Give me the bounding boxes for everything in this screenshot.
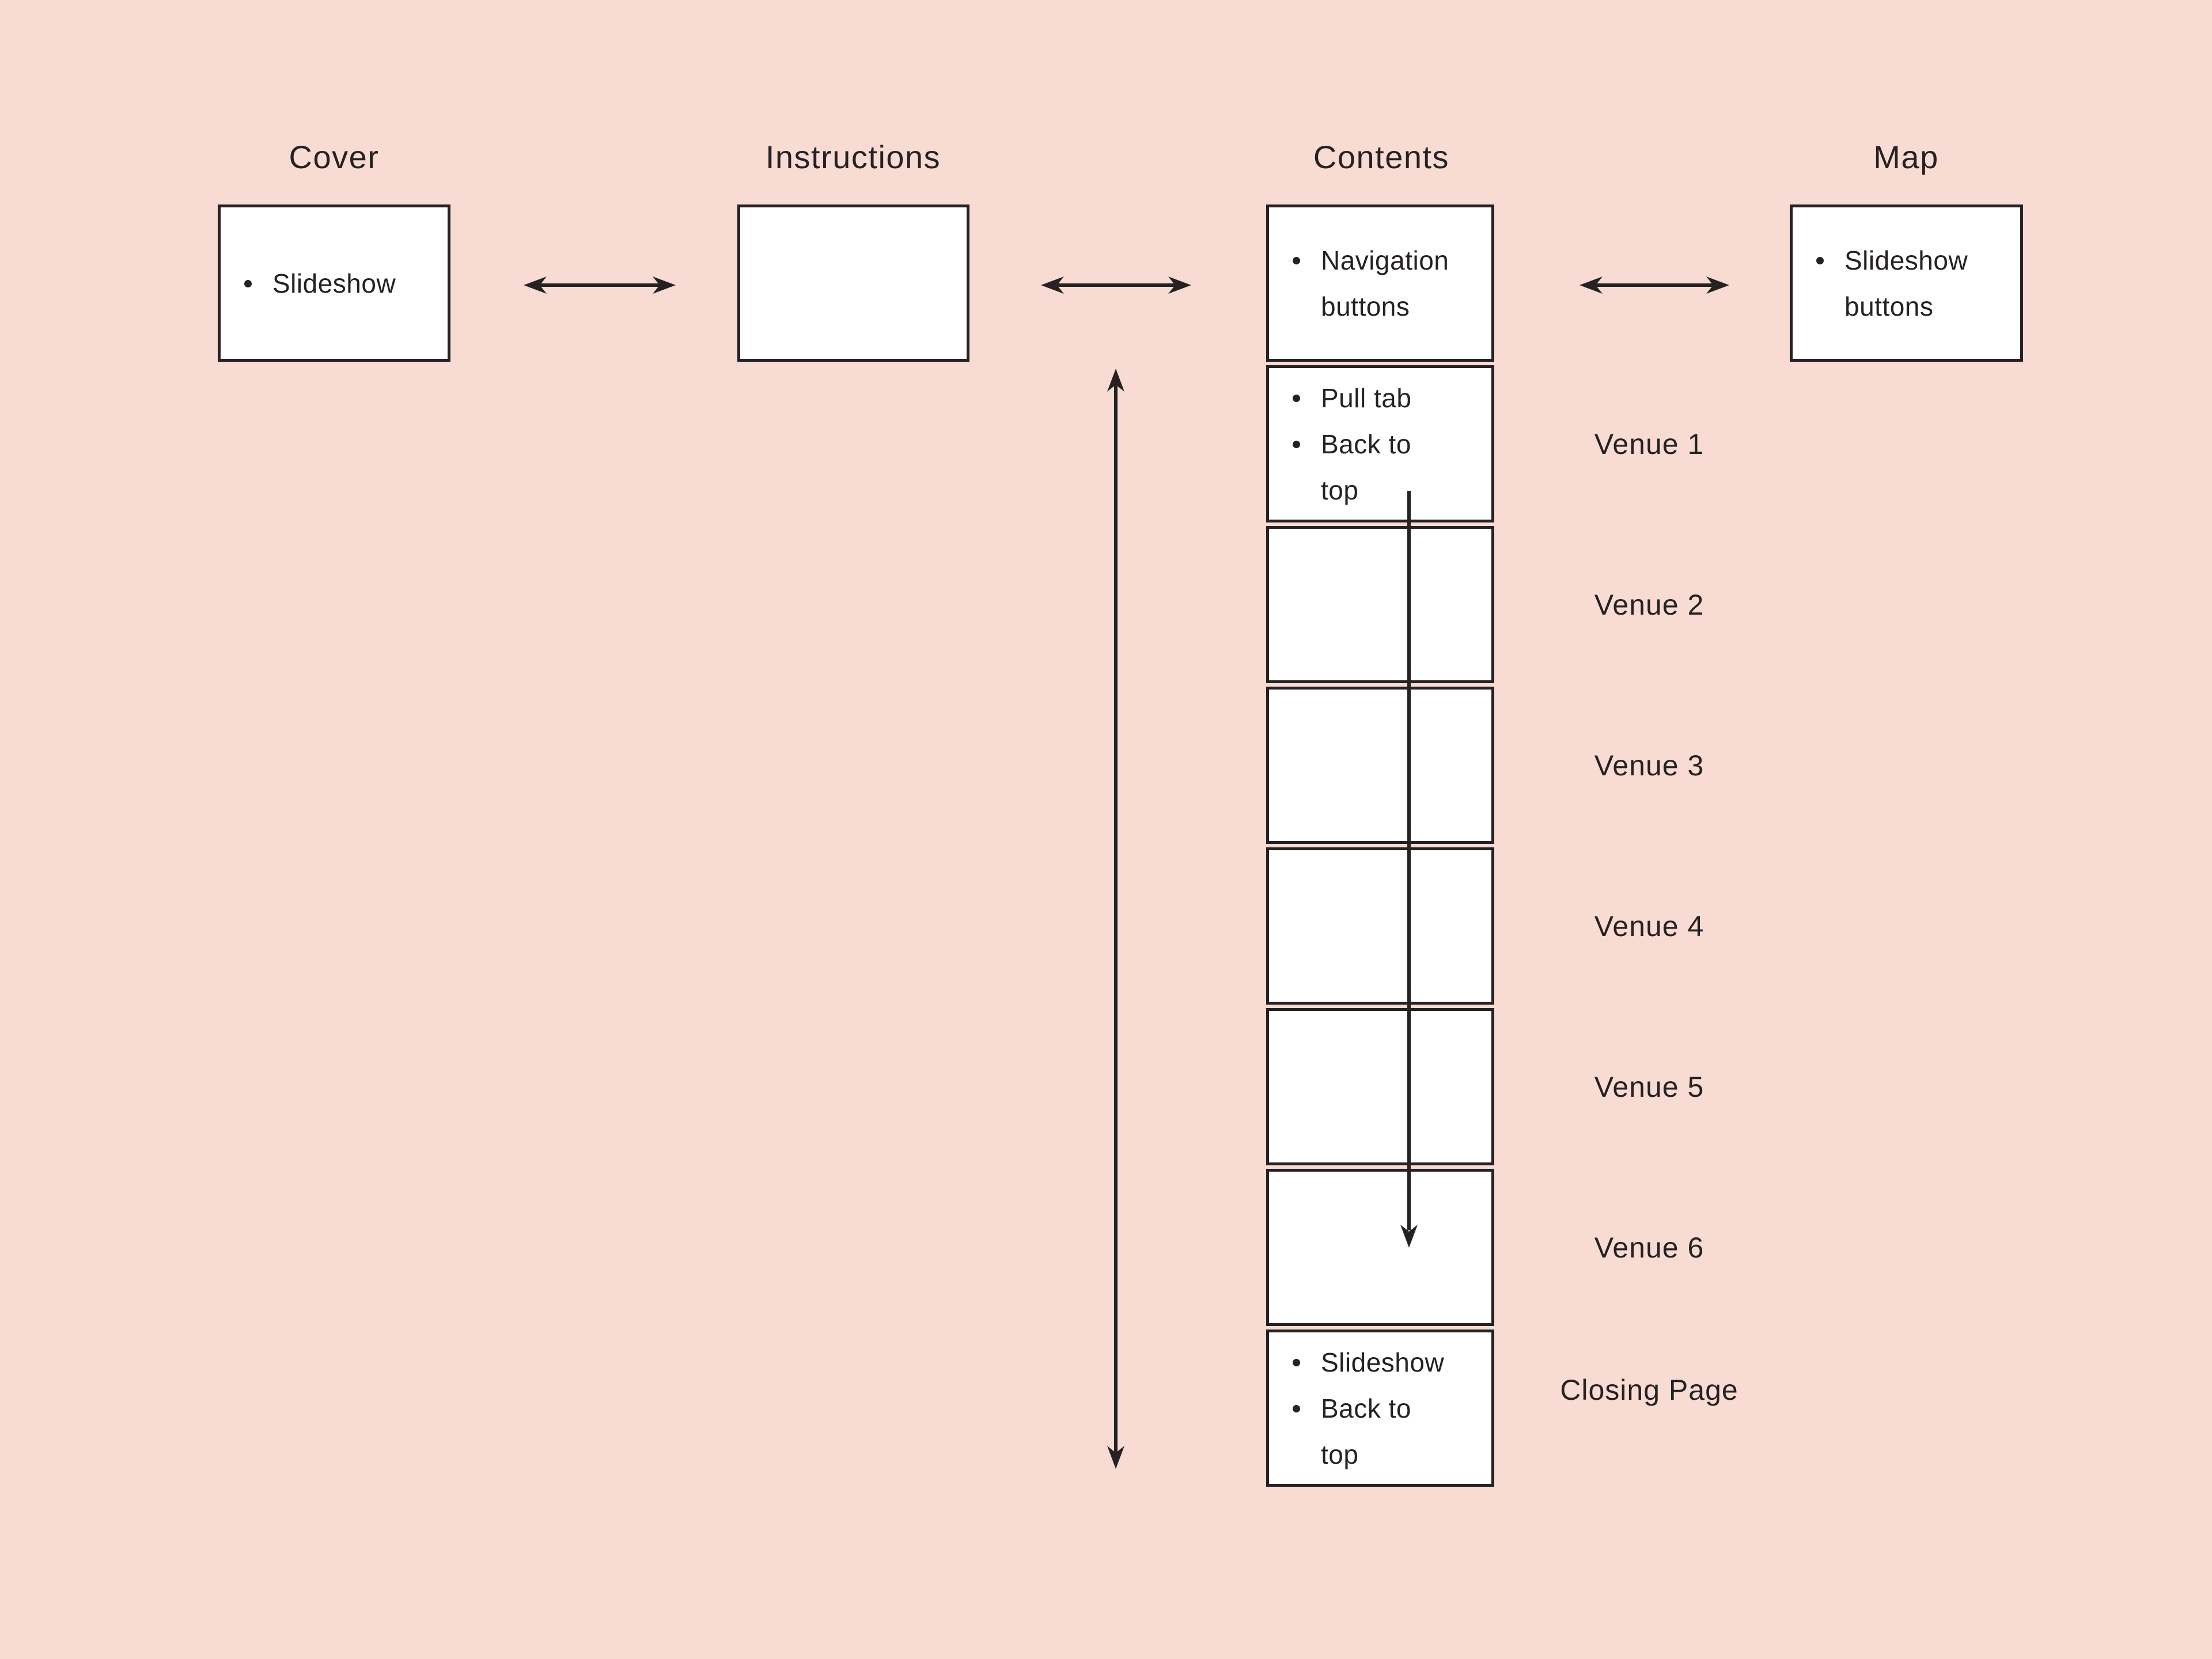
row-label-venue-6: Venue 6 <box>1594 1232 1705 1264</box>
bullet-icon <box>1293 1404 1300 1412</box>
bullet-text: Back to top <box>1321 429 1411 505</box>
bullet-icon <box>1293 1358 1300 1366</box>
row-label-venue-3: Venue 3 <box>1594 749 1705 782</box>
venue-6-box <box>1266 1169 1494 1326</box>
venue-3-box <box>1266 687 1494 844</box>
closing-page-box: Slideshow Back to top <box>1266 1330 1494 1487</box>
venue-5-box <box>1266 1008 1494 1165</box>
bullet-icon <box>1293 256 1300 264</box>
row-label-closing-page: Closing Page <box>1560 1374 1738 1406</box>
section-title-contents: Contents <box>1313 139 1450 175</box>
row-label-venue-2: Venue 2 <box>1594 589 1705 621</box>
bullet-text: Slideshow <box>1321 1347 1445 1377</box>
section-title-map: Map <box>1873 139 1939 175</box>
bullet-text: Navigation buttons <box>1321 245 1449 321</box>
arrow-contents-map-icon <box>1578 272 1730 298</box>
row-label-venue-1: Venue 1 <box>1594 428 1705 460</box>
section-title-instructions: Instructions <box>765 139 941 175</box>
bullet-text: Pull tab <box>1321 382 1412 413</box>
row-label-venue-4: Venue 4 <box>1594 910 1705 942</box>
bullet-item: Back to top <box>1269 1385 1491 1478</box>
bullet-item: Navigation buttons <box>1269 237 1491 329</box>
venue-4-box <box>1266 847 1494 1005</box>
venue-1-box: Pull tab Back to top <box>1266 365 1494 522</box>
arrow-scroll-span-icon <box>1103 368 1128 1470</box>
bullet-item: Pull tab <box>1269 375 1491 421</box>
bullet-item: Slideshow <box>1269 1339 1491 1385</box>
arrow-cover-instructions-icon <box>522 272 677 298</box>
bullet-text: Slideshow <box>272 268 396 298</box>
row-label-venue-5: Venue 5 <box>1594 1071 1705 1103</box>
bullet-item: Back to top <box>1269 421 1491 513</box>
bullet-text: Back to top <box>1321 1393 1411 1469</box>
arrow-instructions-contents-icon <box>1040 272 1192 298</box>
contents-page-box: Navigation buttons <box>1266 204 1494 362</box>
bullet-icon <box>1293 440 1300 448</box>
venue-2-box <box>1266 526 1494 683</box>
bullet-item: Slideshow <box>221 260 448 306</box>
bullet-text: Slideshow buttons <box>1844 245 1968 321</box>
cover-page-box: Slideshow <box>218 204 450 362</box>
arrow-contents-flow-down-icon <box>1396 491 1422 1249</box>
instructions-page-box <box>737 204 969 362</box>
section-title-cover: Cover <box>289 139 380 175</box>
bullet-item: Slideshow buttons <box>1793 237 2020 329</box>
bullet-icon <box>1293 394 1300 402</box>
bullet-icon <box>1816 256 1824 264</box>
map-page-box: Slideshow buttons <box>1790 204 2023 362</box>
bullet-icon <box>244 279 252 287</box>
